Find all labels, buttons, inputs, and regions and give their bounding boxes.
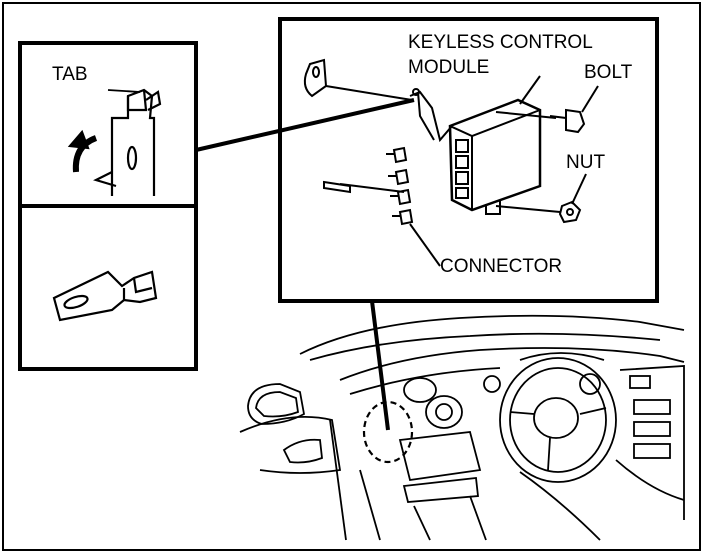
module-panel-frame bbox=[278, 17, 659, 303]
dashboard-illustration bbox=[239, 314, 685, 541]
detail-pointer-line bbox=[195, 98, 415, 152]
module-detail-panel: KEYLESS CONTROL MODULE BOLT NUT CONNECTO… bbox=[278, 17, 659, 303]
tab-bracket-drawing bbox=[67, 88, 162, 196]
nut-label: NUT bbox=[566, 152, 605, 173]
module-label-line2: MODULE bbox=[408, 57, 489, 78]
module-drawing bbox=[303, 58, 599, 267]
location-pointer-line bbox=[370, 300, 390, 431]
bolt-label: BOLT bbox=[584, 62, 633, 83]
outer-border bbox=[2, 2, 701, 551]
left-detail-panels: TAB bbox=[18, 41, 198, 371]
tab-label: TAB bbox=[52, 64, 88, 85]
module-label-line1: KEYLESS CONTROL bbox=[408, 32, 593, 53]
connector-label: CONNECTOR bbox=[440, 256, 562, 277]
bracket-side-view-drawing bbox=[52, 270, 158, 322]
